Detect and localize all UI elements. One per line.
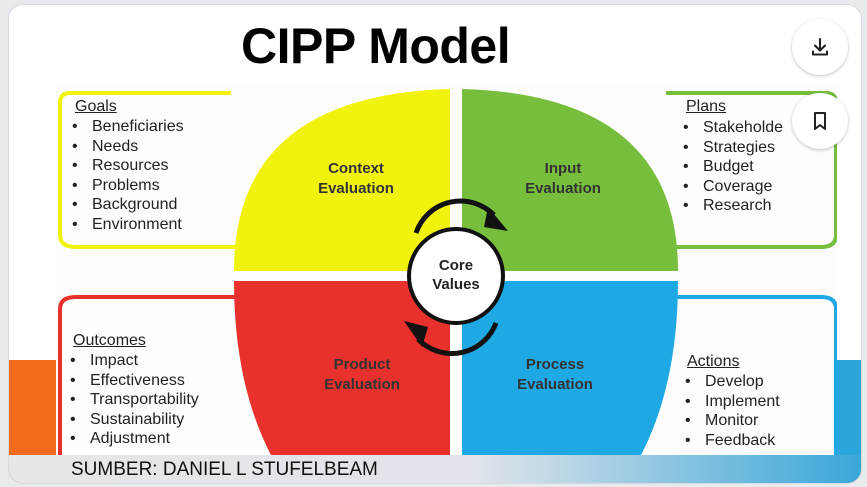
quadrant-context	[234, 89, 450, 271]
list-item: Strategies	[679, 138, 783, 158]
outcomes-bracket	[58, 295, 238, 455]
download-button[interactable]	[792, 19, 848, 75]
plans-title: Plans	[686, 98, 727, 115]
list-item: Develop	[681, 372, 780, 392]
core-label-line1: Core	[439, 257, 473, 274]
list-item: Monitor	[681, 411, 780, 431]
list-item: Feedback	[681, 431, 780, 451]
input-label-line1: Input	[545, 160, 582, 177]
cipp-diagram-svg: Context Evaluation Input Evaluation Prod…	[58, 89, 837, 457]
plans-list: StakeholdeStrategiesBudgetCoverageResear…	[679, 118, 783, 216]
quadrant-input	[462, 89, 678, 271]
goals-title: Goals	[75, 98, 117, 115]
list-item: Transportability	[66, 390, 199, 410]
list-item: Problems	[68, 176, 184, 196]
list-item: Impact	[66, 351, 199, 371]
goals-bracket	[58, 91, 238, 249]
list-item: Implement	[681, 392, 780, 412]
actions-bracket	[656, 295, 837, 455]
outcomes-list: ImpactEffectivenessTransportabilitySusta…	[66, 351, 199, 449]
list-item: Beneficiaries	[68, 117, 184, 137]
input-label-line2: Evaluation	[525, 180, 601, 197]
list-item: Stakeholde	[679, 118, 783, 138]
list-item: Coverage	[679, 177, 783, 197]
product-label-line2: Evaluation	[324, 376, 400, 393]
process-label-line1: Process	[526, 356, 584, 373]
list-item: Research	[679, 196, 783, 216]
bookmark-button[interactable]	[792, 93, 848, 149]
image-card: CIPP Model Context Evaluation Input Eval…	[9, 5, 861, 483]
list-item: Resources	[68, 156, 184, 176]
cycle-arrows-icon	[404, 198, 508, 357]
list-item: Sustainability	[66, 410, 199, 430]
context-label-line1: Context	[328, 160, 384, 177]
goals-list: BeneficiariesNeedsResourcesProblemsBackg…	[68, 117, 184, 234]
plans-bracket	[656, 91, 837, 249]
list-item: Effectiveness	[66, 371, 199, 391]
quadrant-process	[462, 281, 678, 457]
outcomes-title: Outcomes	[73, 332, 146, 349]
quadrant-product	[234, 281, 450, 457]
core-label-line2: Values	[432, 276, 480, 293]
context-label-line2: Evaluation	[318, 180, 394, 197]
list-item: Environment	[68, 215, 184, 235]
bookmark-icon	[814, 112, 826, 130]
list-item: Adjustment	[66, 429, 199, 449]
list-item: Needs	[68, 137, 184, 157]
caption-bar: SUMBER: DANIEL L STUFELBEAM	[9, 455, 861, 483]
actions-list: DevelopImplementMonitorFeedback	[681, 372, 780, 450]
slide-title: CIPP Model	[241, 18, 511, 74]
core-values-circle	[407, 227, 505, 325]
source-caption: SUMBER: DANIEL L STUFELBEAM	[71, 459, 378, 480]
process-label-line2: Evaluation	[517, 376, 593, 393]
actions-title: Actions	[687, 353, 740, 370]
list-item: Budget	[679, 157, 783, 177]
download-icon	[812, 38, 828, 56]
list-item: Background	[68, 195, 184, 215]
product-label-line1: Product	[334, 356, 391, 373]
cipp-diagram: Context Evaluation Input Evaluation Prod…	[56, 85, 837, 457]
